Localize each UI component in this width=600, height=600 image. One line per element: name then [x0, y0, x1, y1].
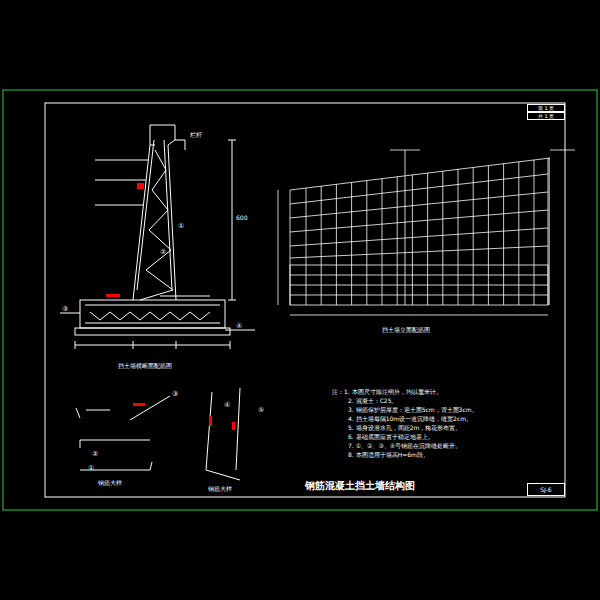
cell-text: SJ-6 [540, 486, 551, 493]
note: 注：1. 本图尺寸除注明外，均以厘米计。 [332, 389, 442, 396]
view-caption: 挡土墙立面配筋图 [382, 327, 430, 334]
rebar-line [306, 188, 307, 305]
callout-number: ④ [224, 401, 230, 409]
callout-number: ③ [62, 305, 68, 313]
callout-number: ④ [236, 322, 242, 330]
note: 6. 基础底面应置于稳定地基上。 [348, 434, 434, 441]
rebar-line [427, 173, 428, 305]
callout-number: ① [178, 222, 184, 230]
callout-number: ② [160, 248, 166, 256]
callout-number: ③ [172, 390, 178, 398]
rebar-line [518, 162, 519, 305]
rebar-line [321, 186, 322, 305]
rebar-line [503, 164, 504, 305]
note: 2. 混凝土：C25。 [348, 398, 397, 405]
rebar-line [382, 179, 383, 305]
rebar-line [412, 175, 413, 305]
rebar-line [534, 160, 535, 305]
sheet-border [3, 90, 597, 510]
note: 8. 本图适用于墙高H=6m段。 [348, 452, 429, 459]
dimension: 600 [236, 215, 247, 222]
note: 5. 墙身设泄水孔，间距2m，梅花形布置。 [348, 425, 461, 432]
rebar-line [351, 182, 352, 305]
red-marks [106, 183, 235, 430]
rebar-grid [306, 158, 549, 305]
rebar-line [442, 171, 443, 305]
rebar-line [549, 158, 550, 305]
callout-number: ② [92, 450, 98, 458]
cell-text: 共 1 页 [538, 113, 554, 119]
rebar-line [336, 184, 337, 305]
title-block-cell: 第 1 页 [527, 104, 565, 112]
view-caption: 钢筋大样 [98, 480, 122, 487]
view-caption: 钢筋大样 [208, 486, 232, 493]
callout-number: ① [88, 464, 94, 472]
rebar-line [488, 165, 489, 305]
part-name: 栏杆 [190, 132, 202, 139]
cell-text: 第 1 页 [538, 105, 554, 111]
drawing-title: 钢筋混凝土挡土墙结构图 [305, 480, 415, 492]
wall-elevation [278, 150, 575, 315]
note: 3. 钢筋保护层厚度：迎土面5cm，背土面3cm。 [348, 407, 478, 414]
drawing-frame [45, 103, 565, 497]
view-caption: 挡土墙横断面配筋图 [118, 363, 172, 370]
callout-number: ⑤ [258, 406, 264, 414]
note: 7. ①、②、③、④号钢筋在沉降缝处断开。 [348, 443, 461, 450]
title-block-cell: SJ-6 [527, 483, 565, 496]
rebar-line [397, 177, 398, 305]
title-block-cell: 共 1 页 [527, 112, 565, 120]
rebar-line [458, 169, 459, 305]
wall-section [60, 125, 255, 349]
rebar-line [473, 167, 474, 305]
note: 4. 挡土墙每隔10m设一道沉降缝，缝宽2cm。 [348, 416, 472, 423]
rebar-details [76, 388, 240, 480]
rebar-line [366, 180, 367, 305]
